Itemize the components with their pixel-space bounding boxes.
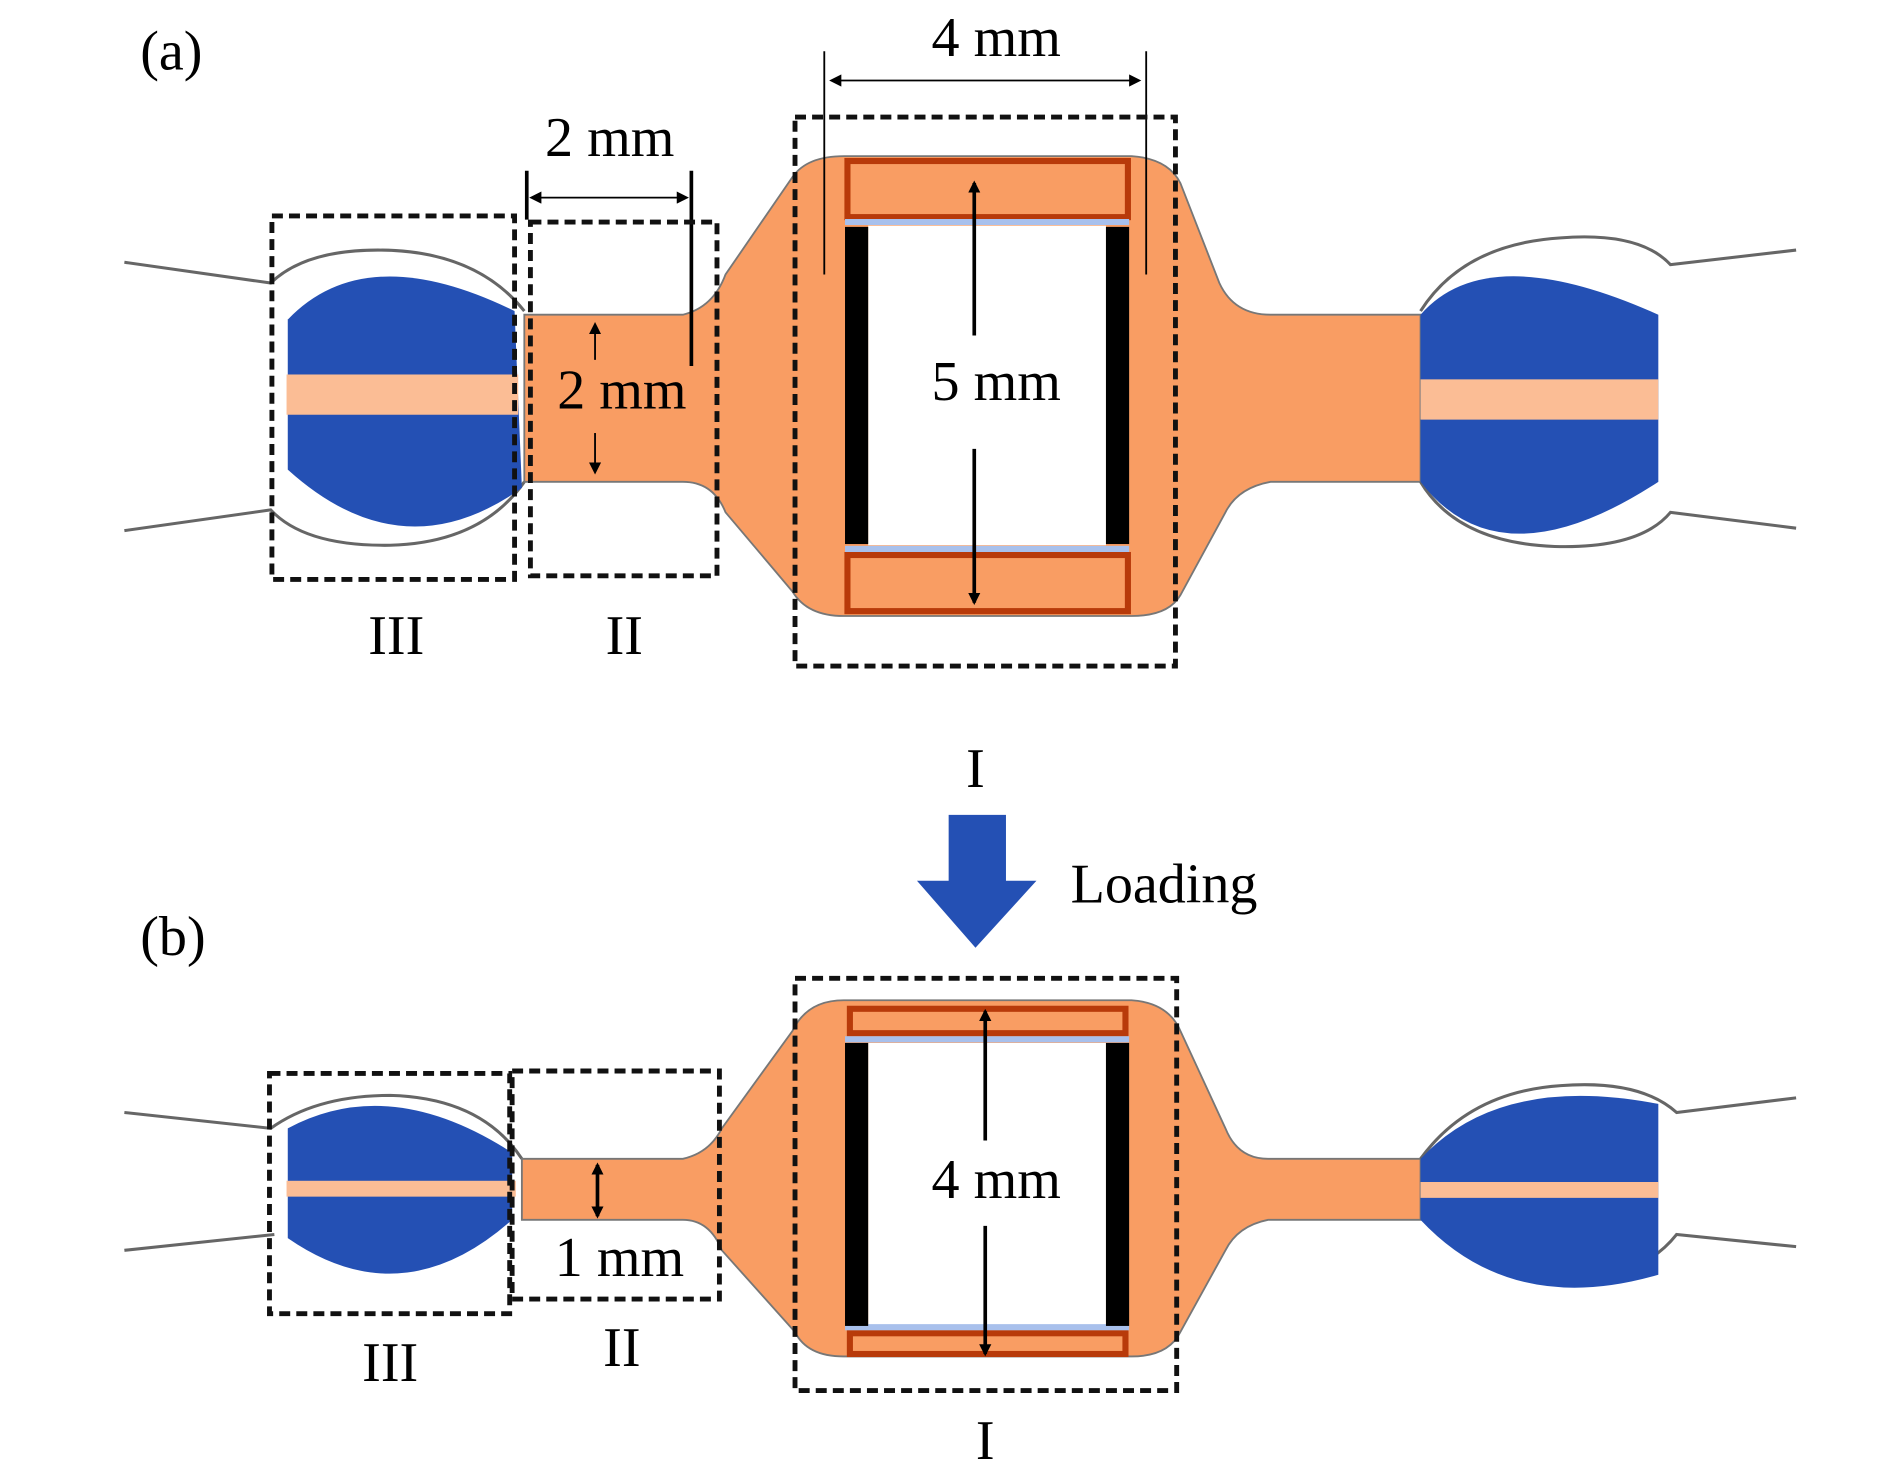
panel-a: (a) 5 mm 4 mm bbox=[124, 7, 1797, 800]
panel-b: (b) 4 mm 1 mm bbox=[124, 906, 1797, 1465]
loading-arrow-icon bbox=[916, 814, 1037, 948]
region-i-box-b bbox=[792, 975, 1180, 1394]
region-i-label-b: I bbox=[976, 1410, 995, 1465]
region-i-box-a bbox=[792, 114, 1178, 669]
region-ii-label-b: II bbox=[603, 1317, 640, 1379]
region-i-label-a: I bbox=[966, 738, 985, 800]
region-iii-label-a: III bbox=[368, 605, 424, 667]
region-ii-label-a: II bbox=[606, 605, 643, 667]
neck-width-dimension-b: 1 mm bbox=[555, 1227, 684, 1289]
left-grip-b bbox=[124, 1093, 524, 1274]
panel-a-label: (a) bbox=[140, 21, 202, 83]
loading-indicator: Loading bbox=[916, 814, 1258, 948]
region-iii-label-b: III bbox=[362, 1332, 418, 1394]
height-dimension-a: 5 mm bbox=[932, 351, 1061, 413]
neck-length-dimension-a: 2 mm bbox=[545, 107, 674, 169]
height-dimension-b: 4 mm bbox=[932, 1149, 1061, 1211]
region-ii-box-a bbox=[527, 219, 720, 579]
sample-frame-a bbox=[844, 157, 1131, 615]
left-grip-a bbox=[124, 248, 526, 547]
loading-label: Loading bbox=[1071, 854, 1258, 916]
neck-width-dimension-a: 2 mm bbox=[557, 360, 686, 422]
right-grip-b bbox=[1419, 1083, 1797, 1288]
width-dimension-a: 4 mm bbox=[932, 7, 1061, 69]
region-ii-box-b bbox=[509, 1068, 722, 1302]
right-grip-a bbox=[1419, 235, 1797, 549]
panel-b-label: (b) bbox=[140, 906, 205, 968]
region-iii-box-a bbox=[269, 213, 518, 582]
region-iii-box-b bbox=[267, 1070, 513, 1317]
